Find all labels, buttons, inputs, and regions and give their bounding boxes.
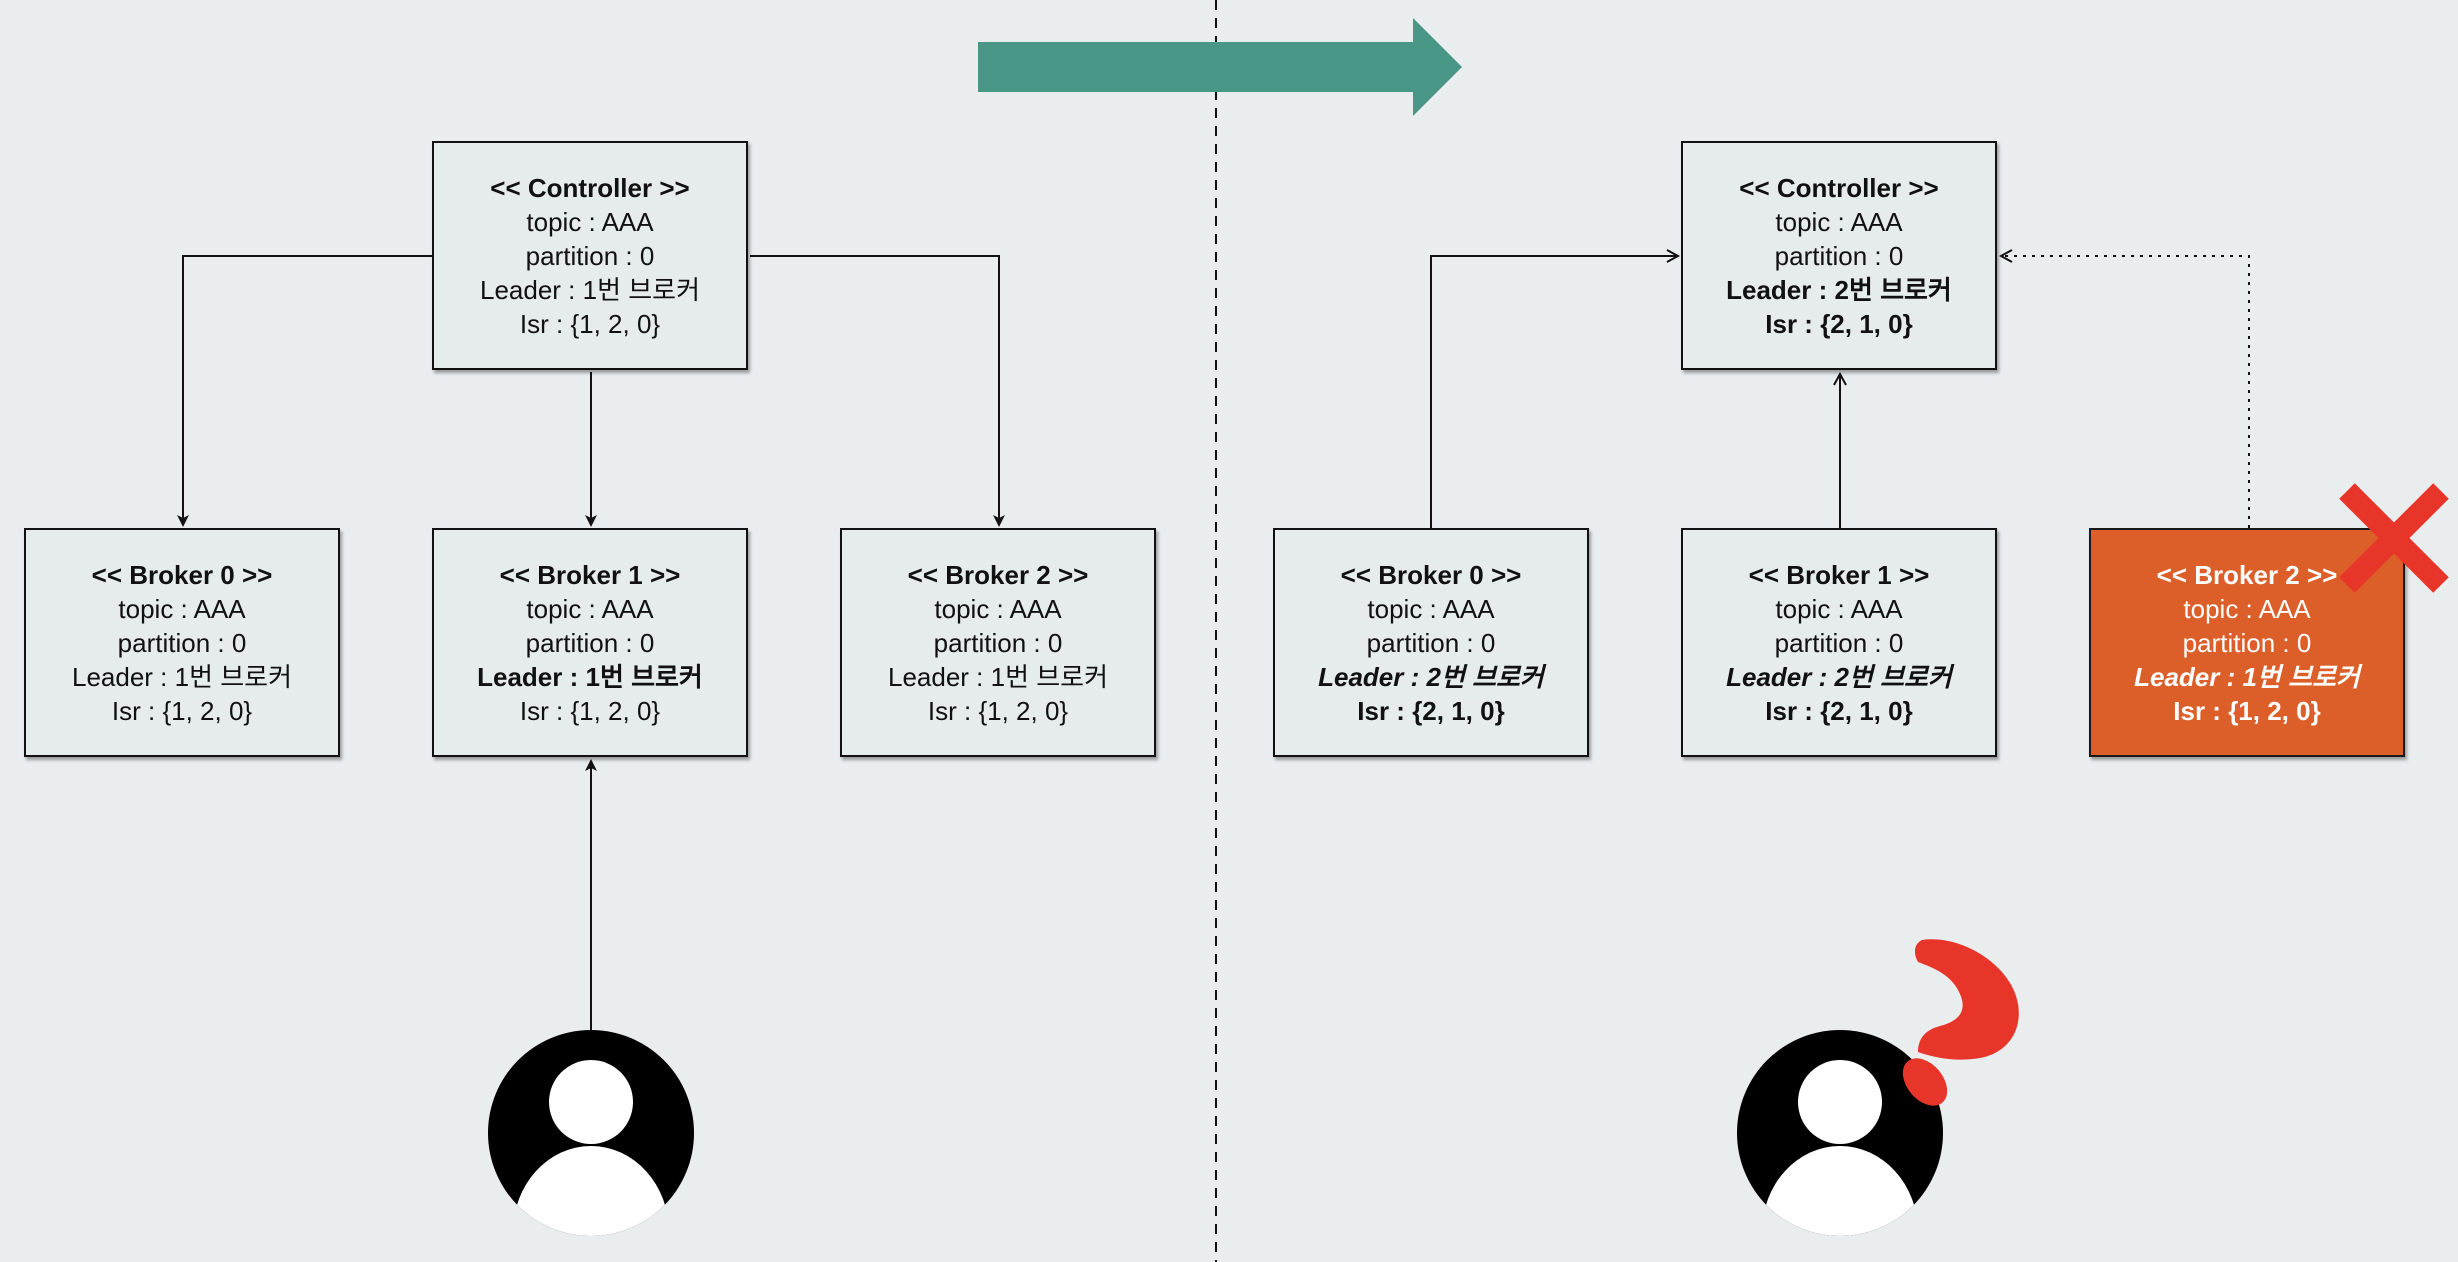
controller-isr: Isr : {1, 2, 0} xyxy=(519,308,661,339)
broker-topic: topic : AAA xyxy=(118,593,246,624)
controller-topic: topic : AAA xyxy=(526,206,654,237)
transition-arrow xyxy=(978,18,1462,116)
broker-title: << Broker 1 >> xyxy=(499,559,681,590)
broker-isr: Isr : {1, 2, 0} xyxy=(927,695,1069,726)
controller-partition: partition : 0 xyxy=(1774,240,1904,271)
broker-isr: Isr : {2, 1, 0} xyxy=(1765,695,1913,726)
broker-partition: partition : 0 xyxy=(933,627,1063,658)
broker-title: << Broker 1 >> xyxy=(1748,559,1930,590)
controller-isr: Isr : {2, 1, 0} xyxy=(1765,308,1913,339)
broker-topic: topic : AAA xyxy=(1775,593,1903,624)
broker-partition: partition : 0 xyxy=(1774,627,1904,658)
broker-2-to-controller-dotted-arrow xyxy=(2001,256,2250,528)
broker-isr: Isr : {1, 2, 0} xyxy=(519,695,661,726)
controller-to-broker-0-arrow xyxy=(177,255,432,527)
broker-isr: Isr : {1, 2, 0} xyxy=(2173,695,2321,726)
controller-title: << Controller >> xyxy=(1739,172,1939,203)
user-icon xyxy=(488,1030,694,1236)
broker-0-to-controller-arrow xyxy=(1430,256,1678,528)
broker-partition: partition : 0 xyxy=(1366,627,1496,658)
broker-2-box: << Broker 2 >> topic : AAA partition : 0… xyxy=(840,528,1156,757)
broker-topic: topic : AAA xyxy=(934,593,1062,624)
broker-topic: topic : AAA xyxy=(2183,593,2311,624)
broker-0-box: << Broker 0 >> topic : AAA partition : 0… xyxy=(1273,528,1589,757)
right-connectors xyxy=(1430,256,2250,528)
failure-x-icon xyxy=(2339,483,2449,593)
broker-topic: topic : AAA xyxy=(526,593,654,624)
broker-title: << Broker 2 >> xyxy=(907,559,1089,590)
broker-1-box: << Broker 1 >> topic : AAA partition : 0… xyxy=(1681,528,1997,757)
controller-title: << Controller >> xyxy=(490,172,690,203)
controller-box: << Controller >> topic : AAA partition :… xyxy=(432,141,748,370)
broker-leader: Leader : 2번 브로커 xyxy=(1726,661,1952,692)
broker-partition: partition : 0 xyxy=(525,627,655,658)
broker-title: << Broker 2 >> xyxy=(2156,559,2338,590)
controller-to-broker-2-arrow xyxy=(750,255,1005,527)
controller-partition: partition : 0 xyxy=(525,240,655,271)
broker-isr: Isr : {2, 1, 0} xyxy=(1357,695,1505,726)
broker-leader: Leader : 1번 브로커 xyxy=(72,661,292,692)
broker-0-box: << Broker 0 >> topic : AAA partition : 0… xyxy=(24,528,340,757)
controller-leader: Leader : 1번 브로커 xyxy=(480,274,700,305)
broker-partition: partition : 0 xyxy=(117,627,247,658)
broker-leader: Leader : 2번 브로커 xyxy=(1318,661,1544,692)
controller-box: << Controller >> topic : AAA partition :… xyxy=(1681,141,1997,370)
user-icon xyxy=(1737,1030,1943,1236)
broker-1-box: << Broker 1 >> topic : AAA partition : 0… xyxy=(432,528,748,757)
question-mark-icon xyxy=(1902,939,2019,1106)
broker-title: << Broker 0 >> xyxy=(91,559,273,590)
controller-topic: topic : AAA xyxy=(1775,206,1903,237)
broker-leader: Leader : 1번 브로커 xyxy=(888,661,1108,692)
broker-partition: partition : 0 xyxy=(2182,627,2312,658)
controller-leader: Leader : 2번 브로커 xyxy=(1726,274,1952,305)
left-connectors xyxy=(177,255,1005,1030)
broker-leader: Leader : 1번 브로커 xyxy=(477,661,703,692)
broker-leader: Leader : 1번 브로커 xyxy=(2134,661,2360,692)
broker-title: << Broker 0 >> xyxy=(1340,559,1522,590)
broker-isr: Isr : {1, 2, 0} xyxy=(111,695,253,726)
broker-topic: topic : AAA xyxy=(1367,593,1495,624)
